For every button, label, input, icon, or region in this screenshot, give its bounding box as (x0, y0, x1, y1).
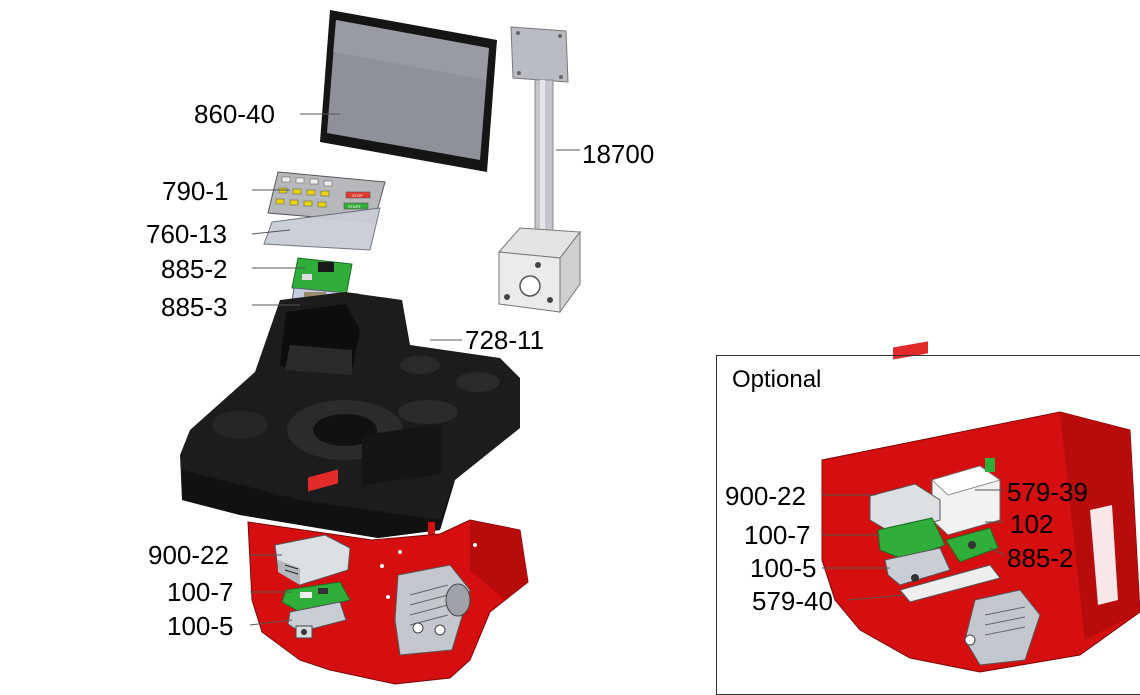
label-885-3: 885-3 (161, 292, 228, 322)
optional-boards (877, 517, 1001, 603)
monitor-860-40 (320, 10, 497, 172)
label-100-7: 100-7 (167, 577, 234, 607)
keypad-panel-760-13 (263, 207, 381, 251)
label-885-2: 885-2 (161, 254, 228, 284)
leader-lines (249, 113, 580, 626)
optional-assembly (821, 341, 1140, 673)
label-860-40: 860-40 (194, 99, 275, 129)
optional-title: Optional (732, 366, 822, 393)
optional-label-100-5: 100-5 (750, 553, 817, 583)
board-100-5 (287, 601, 347, 639)
housing-728-11 (180, 292, 520, 538)
label-18700: 18700 (582, 139, 655, 169)
label-728-11: 728-11 (465, 325, 545, 355)
optional-label-885-2: 885-2 (1007, 543, 1074, 573)
motor-assembly (394, 564, 471, 656)
optional-label-100-7: 100-7 (744, 520, 811, 550)
optional-label-579-39: 579-39 (1007, 477, 1088, 507)
optional-label-579-40: 579-40 (752, 586, 833, 616)
label-100-5: 100-5 (167, 611, 234, 641)
label-900-22: 900-22 (148, 540, 229, 570)
label-760-13: 760-13 (146, 219, 227, 249)
optional-label-102: 102 (1010, 509, 1054, 539)
keypad-stop-text: STOP (352, 193, 363, 198)
board-885-2 (291, 257, 353, 297)
psu-900-22 (274, 469, 351, 586)
optional-motor (964, 589, 1041, 666)
label-790-1: 790-1 (162, 176, 229, 206)
keypad-start-text: START (348, 204, 361, 209)
optional-label-900-22: 900-22 (725, 481, 806, 511)
stand-18700 (497, 26, 581, 314)
